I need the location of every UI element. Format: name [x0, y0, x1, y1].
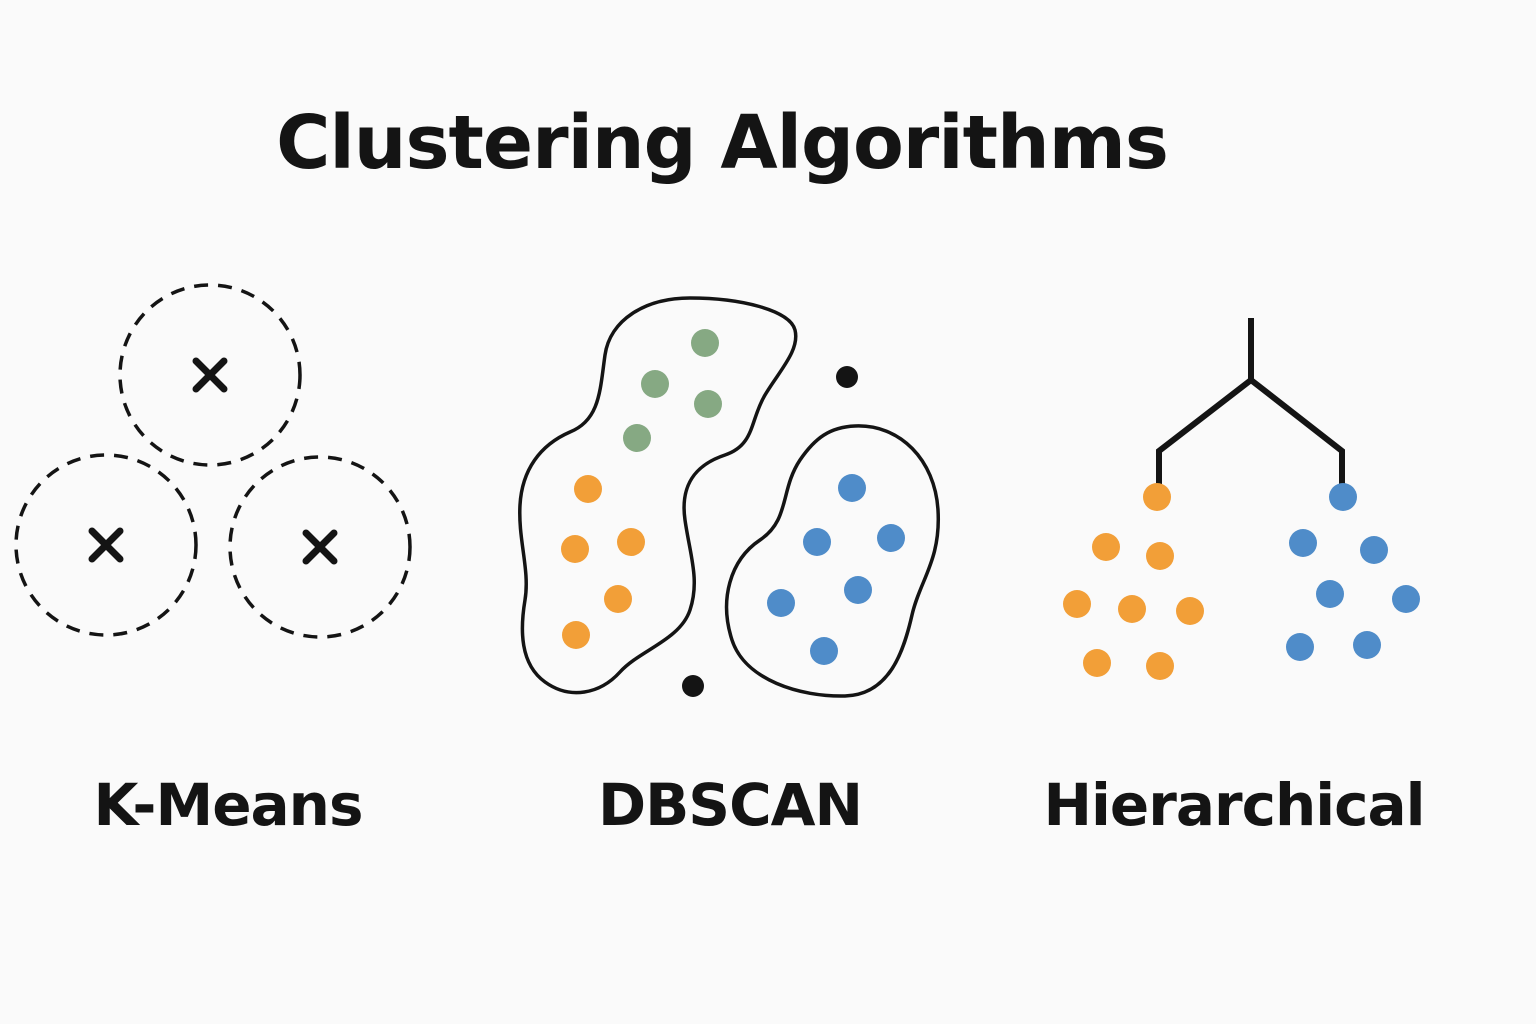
dbscan-blue-points	[767, 474, 905, 665]
kmeans-centroid-x-icon	[192, 357, 228, 393]
hierarchical-label: Hierarchical	[1043, 771, 1425, 839]
kmeans-illustration	[14, 283, 412, 639]
dbscan-illustration	[518, 296, 941, 698]
dbscan-green-points	[623, 329, 722, 452]
kmeans-centroid-x-icon	[88, 527, 124, 563]
kmeans-label: K-Means	[93, 771, 364, 839]
dbscan-noise-points	[682, 366, 858, 697]
hierarchical-blue-points	[1286, 483, 1420, 661]
dendrogram-icon	[1156, 318, 1345, 485]
dbscan-orange-points	[561, 475, 645, 649]
dbscan-cluster-boundary-left	[518, 296, 798, 695]
dbscan-cluster-boundary-right	[724, 424, 941, 698]
kmeans-cluster-circle-left	[14, 453, 198, 637]
kmeans-cluster-circle-right	[228, 455, 412, 639]
dbscan-label: DBSCAN	[597, 771, 863, 839]
hierarchical-orange-points	[1063, 483, 1204, 680]
kmeans-cluster-circle-top	[118, 283, 302, 467]
kmeans-centroid-x-icon	[302, 529, 338, 565]
hierarchical-illustration	[1063, 318, 1420, 680]
diagram-title: Clustering Algorithms	[276, 100, 1169, 186]
